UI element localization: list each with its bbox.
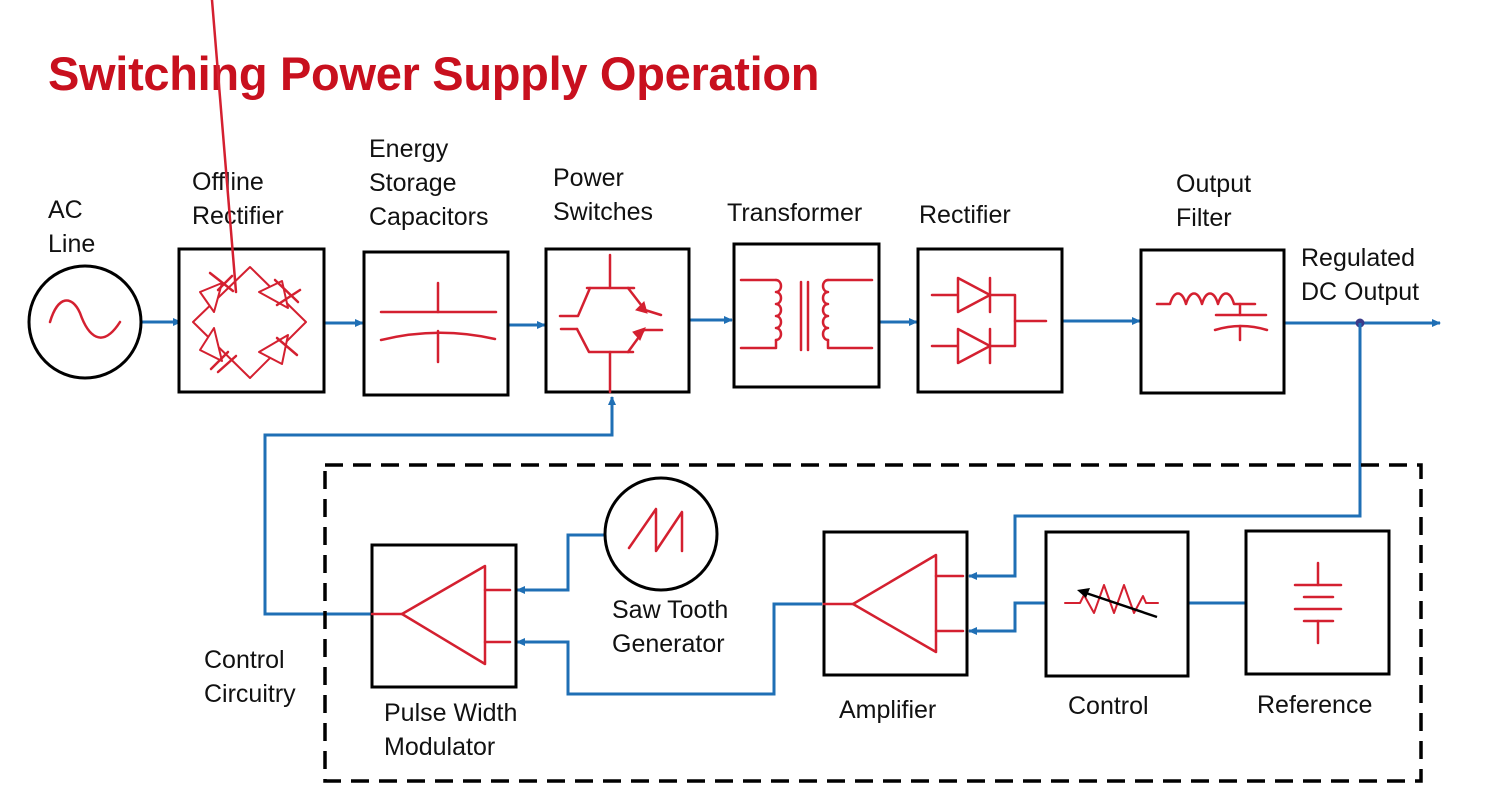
- wire-output-feedback-to-amplifier: [968, 323, 1362, 580]
- amplifier-block: [822, 530, 969, 677]
- amplifier-icon: [822, 553, 965, 654]
- offline-rectifier-block: [177, 0, 326, 394]
- transformer-label: Transformer: [727, 199, 862, 227]
- sine-wave-icon: [48, 299, 122, 339]
- page-title: Switching Power Supply Operation: [48, 47, 820, 100]
- transistor-pair-icon: [558, 253, 664, 394]
- wire-control-to-amplifier: [968, 601, 1062, 635]
- sawtooth-generator: [603, 476, 719, 592]
- control-circuitry-label: Control Circuitry: [204, 646, 296, 708]
- pwm-block: [370, 543, 518, 689]
- amplifier-label: Amplifier: [839, 696, 936, 724]
- wire-pwm-to-switches: [263, 396, 616, 616]
- regulated-dc-output-label: Regulated DC Output: [1301, 244, 1422, 306]
- reference-block: [1244, 529, 1391, 676]
- energy-storage-label: Energy Storage Capacitors: [369, 135, 489, 231]
- rectifier-block: [916, 247, 1064, 394]
- pwm-label: Pulse Width Modulator: [384, 699, 524, 761]
- diode-bridge-icon: [192, 0, 307, 379]
- diode-pair-icon: [930, 276, 1048, 365]
- wire-sawtooth-to-pwm: [516, 533, 606, 594]
- battery-icon: [1293, 561, 1343, 645]
- power-switches-block: [544, 247, 691, 394]
- reference-label: Reference: [1257, 691, 1372, 719]
- comparator-icon: [370, 564, 512, 666]
- output-filter-label: Output Filter: [1176, 170, 1258, 232]
- transformer-block: [732, 242, 881, 389]
- emitter-arrow-icon: [632, 327, 646, 341]
- wire-amplifier-to-pwm: [516, 602, 822, 696]
- control-circuitry-group: [323, 463, 1423, 783]
- control-label: Control: [1068, 692, 1149, 720]
- power-switches-label: Power Switches: [553, 164, 653, 226]
- sawtooth-wave-icon: [627, 507, 684, 553]
- control-block: [1044, 530, 1190, 678]
- capacitor-icon: [379, 281, 498, 364]
- energy-storage-block: [362, 250, 510, 397]
- ac-line-source: [27, 264, 143, 380]
- rectifier-label: Rectifier: [919, 201, 1011, 229]
- offline-rectifier-label: Offline Rectifier: [192, 168, 284, 230]
- lc-filter-icon: [1155, 292, 1269, 342]
- output-filter-block: [1139, 248, 1286, 395]
- emitter-arrow-icon: [635, 301, 648, 314]
- transformer-icon: [739, 278, 874, 352]
- variable-resistor-icon: [1064, 584, 1159, 619]
- ac-line-label: AC Line: [48, 196, 95, 258]
- sawtooth-label: Saw Tooth Generator: [612, 596, 735, 658]
